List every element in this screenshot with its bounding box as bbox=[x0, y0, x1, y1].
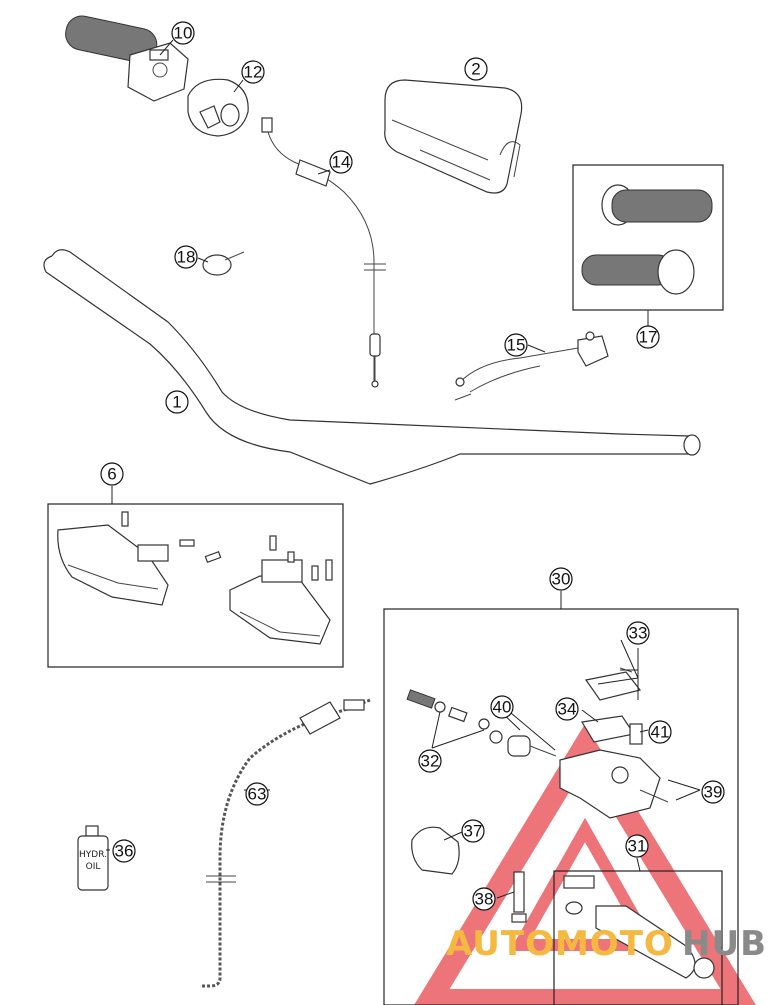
svg-text:32: 32 bbox=[421, 752, 440, 771]
svg-text:63: 63 bbox=[248, 785, 267, 804]
master-cylinder-parts bbox=[406, 667, 669, 923]
oil-label-line2: OIL bbox=[86, 862, 101, 872]
callout-15: 15 bbox=[504, 333, 528, 357]
svg-text:37: 37 bbox=[464, 822, 483, 841]
callout-63: 63 bbox=[245, 782, 269, 806]
callout-12: 12 bbox=[241, 60, 265, 84]
callout-2: 2 bbox=[464, 57, 488, 81]
callout-39: 39 bbox=[701, 780, 725, 804]
handlebar-pad-part bbox=[384, 79, 523, 194]
grip-set-part bbox=[581, 184, 713, 295]
callout-1: 1 bbox=[165, 390, 189, 414]
watermark-text-secondary: HUB bbox=[682, 924, 767, 964]
callout-31: 31 bbox=[625, 834, 649, 858]
handguard-kit-box bbox=[47, 503, 344, 668]
svg-text:36: 36 bbox=[115, 842, 134, 861]
svg-text:12: 12 bbox=[244, 63, 263, 82]
watermark-triangle bbox=[414, 723, 756, 1005]
svg-text:31: 31 bbox=[628, 837, 647, 856]
oil-label-line1: HYDR. bbox=[79, 850, 107, 860]
svg-text:15: 15 bbox=[507, 336, 526, 355]
grip-set-box bbox=[572, 164, 724, 311]
watermark-logo: AUTOMOTO HUB bbox=[446, 924, 767, 964]
svg-text:30: 30 bbox=[552, 570, 571, 589]
throttle-cover-part bbox=[187, 78, 249, 137]
throttle-cable-part bbox=[261, 117, 386, 388]
svg-text:41: 41 bbox=[651, 723, 670, 742]
callout-6: 6 bbox=[100, 462, 124, 486]
handlebar-part bbox=[43, 249, 701, 485]
svg-text:38: 38 bbox=[475, 890, 494, 909]
kill-switch-part bbox=[454, 331, 609, 401]
svg-text:40: 40 bbox=[493, 698, 512, 717]
callout-41: 41 bbox=[648, 720, 672, 744]
callout-40: 40 bbox=[490, 695, 514, 719]
callout-37: 37 bbox=[461, 819, 485, 843]
callout-36: 36 bbox=[112, 839, 136, 863]
callout-17: 17 bbox=[636, 325, 660, 349]
svg-text:18: 18 bbox=[177, 248, 196, 267]
lever-kit-part bbox=[563, 875, 715, 979]
svg-text:1: 1 bbox=[172, 393, 181, 412]
svg-text:14: 14 bbox=[332, 153, 351, 172]
callout-32: 32 bbox=[418, 749, 442, 773]
svg-text:33: 33 bbox=[629, 624, 648, 643]
callout-34: 34 bbox=[555, 697, 579, 721]
throttle-grip-part bbox=[65, 15, 189, 102]
hydraulic-hose-part bbox=[200, 698, 371, 988]
watermark-text-primary: AUTOMOTO bbox=[446, 924, 674, 964]
callout-10: 10 bbox=[171, 21, 195, 45]
svg-text:6: 6 bbox=[107, 465, 116, 484]
svg-text:17: 17 bbox=[639, 328, 658, 347]
svg-text:10: 10 bbox=[174, 24, 193, 43]
svg-text:2: 2 bbox=[471, 60, 480, 79]
svg-text:34: 34 bbox=[558, 700, 577, 719]
callout-38: 38 bbox=[472, 887, 496, 911]
cable-tie-part bbox=[202, 251, 245, 276]
callout-18: 18 bbox=[174, 245, 198, 269]
callout-30: 30 bbox=[549, 567, 573, 591]
lever-kit-box bbox=[553, 870, 723, 1005]
svg-text:39: 39 bbox=[704, 783, 723, 802]
callout-14: 14 bbox=[329, 150, 353, 174]
callout-33: 33 bbox=[626, 621, 650, 645]
handguard-kit-part bbox=[57, 511, 333, 645]
hydraulic-oil-bottle-part: HYDR. OIL bbox=[77, 825, 109, 891]
